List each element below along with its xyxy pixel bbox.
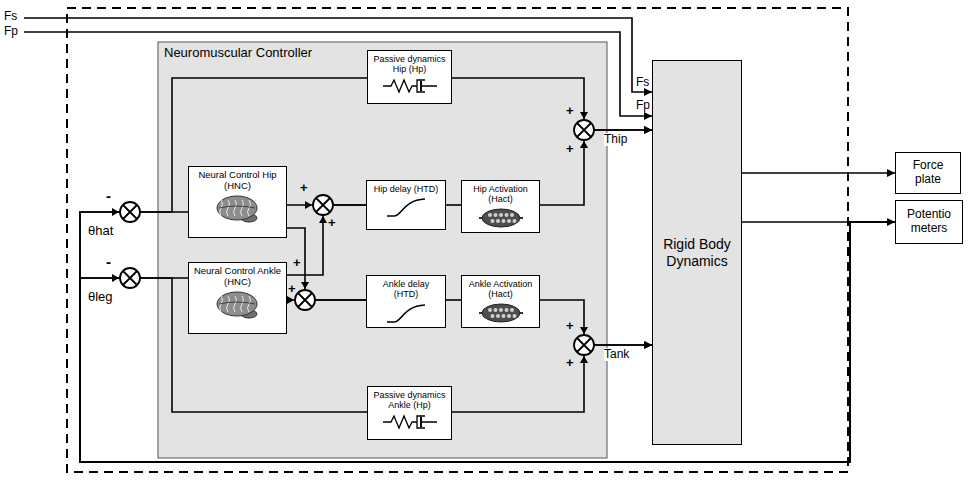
process-box: Passive dynamics Ankle (Hp) <box>367 386 452 440</box>
force-input-line <box>24 18 652 92</box>
summing-junction <box>120 202 140 222</box>
sign-mark: - <box>106 254 111 271</box>
arrow-head <box>319 216 327 223</box>
node-title: Hip delay (HTD) <box>374 184 439 194</box>
summing-junction <box>295 290 315 310</box>
process-box: Ankle Activation (Hact) <box>461 275 540 328</box>
signal-connector <box>452 78 652 130</box>
muscle-icon <box>478 302 524 324</box>
node-title: Potentio meters <box>899 208 959 236</box>
feedback-line <box>80 222 895 462</box>
signal-connector <box>452 345 652 412</box>
angle-name: θleg <box>88 290 113 304</box>
spring-icon <box>381 77 439 95</box>
feedback-line <box>80 212 895 462</box>
controller-region <box>158 42 607 458</box>
node-title: Hip Activation (Hact) <box>465 184 536 205</box>
summing-junction <box>313 195 333 215</box>
signal-name: Fs <box>636 76 649 89</box>
node-title: Force plate <box>899 159 957 187</box>
process-box: Hip delay (HTD) <box>366 180 446 230</box>
brain-icon <box>215 290 261 320</box>
node-title: Neural Control Hip (HNC) <box>192 170 283 192</box>
arrow-head <box>580 112 588 119</box>
arrow-head <box>305 201 312 209</box>
sign-mark: + <box>566 356 574 370</box>
sign-mark: - <box>106 188 111 205</box>
sign-mark: + <box>328 216 336 230</box>
summing-junction <box>574 335 594 355</box>
arrow-head <box>580 327 588 334</box>
torque-name: Thip <box>604 133 627 146</box>
feedback-line <box>80 78 895 462</box>
node-title: Neural Control Ankle (HNC) <box>192 266 283 288</box>
arrow-head <box>580 356 588 363</box>
node-title: Passive dynamics Ankle (Hp) <box>371 390 448 411</box>
sign-mark: + <box>288 282 296 296</box>
node-title: Passive dynamics Hip (Hp) <box>371 54 448 75</box>
force-input-line <box>24 32 652 116</box>
signal-name: Fs <box>4 10 17 23</box>
signal-connector <box>287 228 366 300</box>
process-box: Passive dynamics Hip (Hp) <box>367 50 452 104</box>
muscle-icon <box>478 207 524 229</box>
delay-icon <box>385 302 427 324</box>
feedback-line <box>80 222 895 462</box>
signal-connector <box>540 300 652 345</box>
brain-icon <box>215 194 261 224</box>
spring-icon <box>381 413 439 431</box>
controller-region: Neuromuscular ControllerPassive dynamics… <box>158 42 607 458</box>
sign-mark: + <box>293 256 301 270</box>
summing-junction <box>120 268 140 288</box>
process-box: Neural Control Ankle (HNC) <box>188 262 287 334</box>
torque-name: Tank <box>604 348 629 361</box>
arrow-head <box>112 208 119 216</box>
node-title: Ankle delay (HTD) <box>370 279 442 300</box>
plant-block: Rigid Body Dynamics <box>652 60 742 445</box>
delay-icon <box>385 196 427 218</box>
node-title: Rigid Body Dynamics <box>656 236 738 268</box>
arrow-head <box>287 296 294 304</box>
signal-connector <box>742 172 895 174</box>
signal-connector <box>446 204 461 206</box>
process-box: Hip Activation (Hact) <box>461 180 540 233</box>
sign-mark: + <box>566 104 574 118</box>
sign-mark: + <box>566 142 574 156</box>
sign-mark: + <box>566 319 574 333</box>
signal-name: Fp <box>636 99 650 112</box>
signal-connector <box>540 130 652 205</box>
signal-connector <box>287 205 366 275</box>
summing-junction <box>574 120 594 140</box>
arrow-head <box>301 282 309 289</box>
signal-name: Fp <box>4 25 18 38</box>
angle-name: θhat <box>88 224 113 238</box>
process-box: Neural Control Hip (HNC) <box>188 166 287 238</box>
process-box: Force plate <box>895 152 961 194</box>
sign-mark: + <box>300 181 308 195</box>
arrow-head <box>580 141 588 148</box>
signal-connector <box>446 299 461 301</box>
process-box: Potentio meters <box>895 200 963 244</box>
arrow-head <box>112 274 119 282</box>
node-title: Ankle Activation (Hact) <box>465 279 536 300</box>
process-box: Ankle delay (HTD) <box>366 275 446 328</box>
